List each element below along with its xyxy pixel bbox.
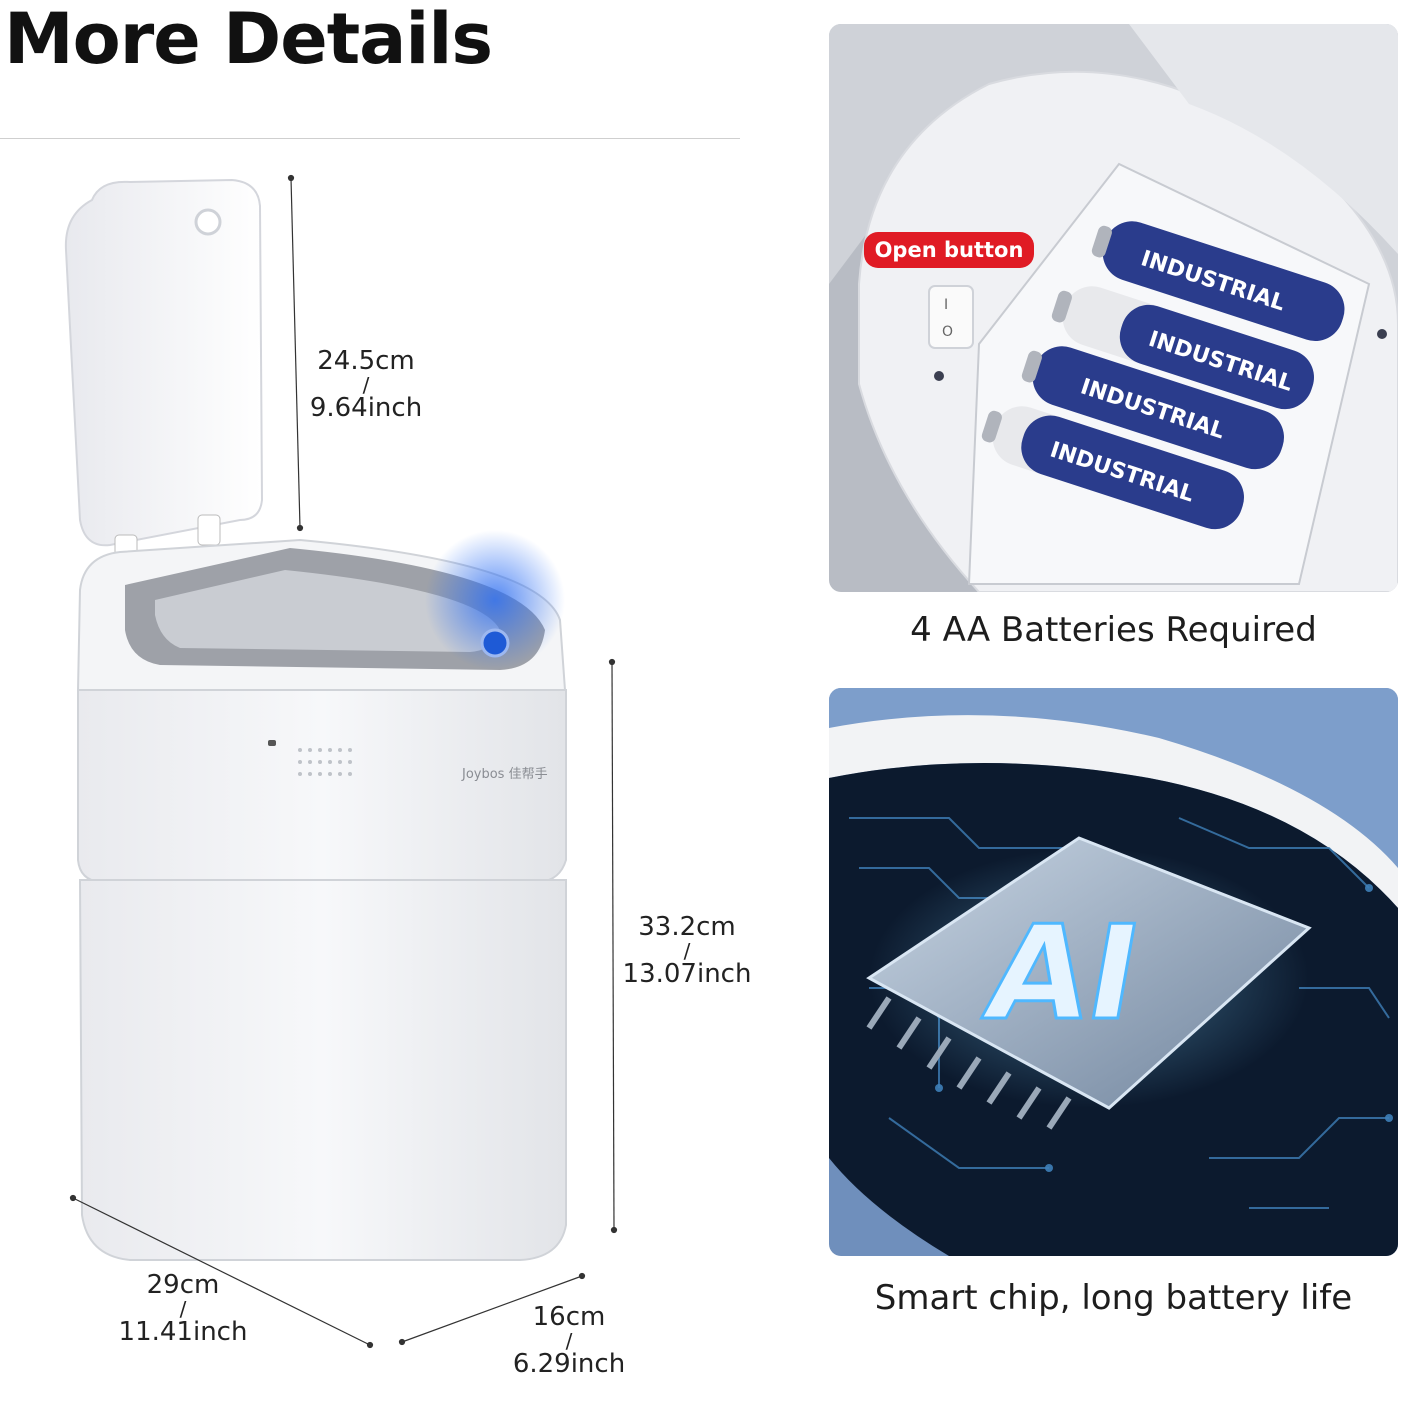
depth-inch: 6.29inch (512, 1349, 626, 1379)
svg-text:I: I (944, 297, 948, 313)
sensor-glow (425, 530, 565, 670)
indicator-dot (268, 740, 276, 746)
lid-height-inch: 9.64inch (309, 393, 423, 423)
lid-height-cm: 24.5cm (317, 346, 415, 376)
lower-body (78, 879, 567, 1261)
upper-body (77, 689, 567, 883)
chip-caption: Smart chip, long battery life (874, 1278, 1353, 1318)
battery-compartment-photo: I O INDUSTRIAL INDUSTRIAL INDUSTRIAL (829, 24, 1398, 592)
bin-rim-top (829, 688, 1398, 888)
power-switch (928, 285, 974, 349)
width-dimension: 29cm / 11.41inch (108, 1272, 258, 1346)
hinge-right (197, 514, 221, 546)
depth-dimension: 16cm / 6.29inch (494, 1304, 644, 1378)
body-height-separator: / (683, 939, 691, 963)
depth-separator: / (565, 1329, 573, 1353)
speaker-grille (298, 748, 352, 776)
trash-bin-illustration: Joybos 佳帮手 (64, 174, 618, 1349)
body-height-inch: 13.07inch (622, 959, 752, 989)
page-title: More Details (4, 0, 493, 80)
battery-caption: 4 AA Batteries Required (910, 610, 1317, 650)
chip-pins (866, 996, 1072, 1130)
body-height-cm: 33.2cm (638, 912, 736, 942)
open-button-badge: Open button (864, 232, 1034, 268)
depth-cm: 16cm (532, 1302, 606, 1332)
lid-height-dimension: 24.5cm / 9.64inch (296, 348, 436, 422)
lid (64, 178, 264, 547)
chip (866, 836, 1312, 1110)
smart-chip-photo: AI (829, 688, 1398, 1256)
lid-height-separator: / (362, 373, 370, 397)
width-cm: 29cm (146, 1270, 220, 1300)
title-divider (0, 138, 740, 139)
chip-label: AI (975, 897, 1151, 1049)
width-inch: 11.41inch (118, 1317, 248, 1347)
dimension-lines (69, 174, 618, 1349)
opening-inner (155, 570, 500, 652)
width-separator: / (179, 1297, 187, 1321)
brand-logo: Joybos 佳帮手 (461, 767, 548, 782)
sensor (480, 628, 510, 658)
lid-hole (194, 208, 222, 236)
svg-text:O: O (942, 324, 953, 340)
body-height-dimension: 33.2cm / 13.07inch (612, 914, 762, 988)
